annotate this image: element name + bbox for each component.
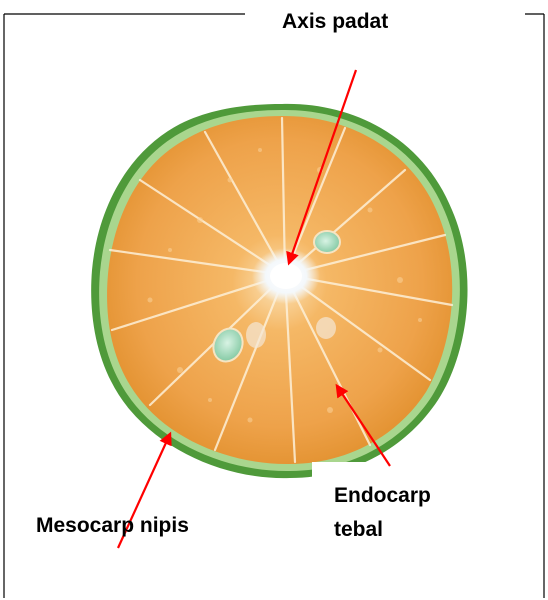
label-endocarp-tebal: tebal [334,516,383,544]
central-axis-center [270,263,302,289]
label-endocarp: Endocarp [334,482,431,510]
seed-ghost-left [246,322,266,348]
white-patch [312,462,392,478]
label-axis-padat: Axis padat [282,8,388,36]
citrus-slice [91,104,467,478]
seed-upper-right [314,231,340,253]
seed-ghost-right [316,317,336,339]
label-mesocarp-nipis: Mesocarp nipis [36,512,189,540]
